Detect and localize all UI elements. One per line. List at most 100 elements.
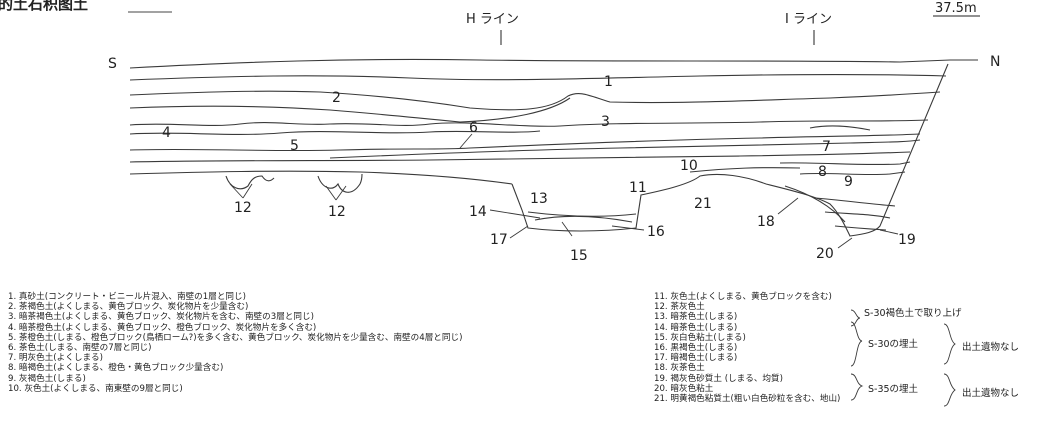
legend-entry: 8. 暗褐色土(よくしまる、橙色・黄色ブロック少量含む) bbox=[8, 363, 224, 374]
layer-number: 21 bbox=[694, 196, 712, 212]
stratum-line bbox=[129, 133, 921, 152]
layer-number: 2 bbox=[332, 90, 341, 106]
stratum-line bbox=[824, 211, 891, 219]
layer-number-labels: 1 2 3 4 5 6 7 8 9 10 11 12 12 13 14 15 1… bbox=[162, 74, 916, 264]
stratum-line bbox=[779, 161, 911, 166]
leader-line bbox=[335, 185, 347, 201]
leader-line bbox=[777, 197, 799, 215]
i-line-label: I ライン bbox=[785, 12, 832, 27]
stratum-line bbox=[329, 139, 921, 159]
stratum-line bbox=[129, 170, 513, 185]
stratum-line bbox=[129, 151, 911, 163]
leader-line bbox=[459, 133, 473, 149]
stratum-line bbox=[809, 125, 871, 131]
leader-line bbox=[561, 221, 573, 237]
legend-entry: 3. 暗茶褐色土(よくしまる、黄色ブロック、炭化物片を含む、南壁の3層と同じ) bbox=[8, 312, 314, 323]
legend-entry: 14. 暗茶色土(しまる) bbox=[654, 322, 738, 333]
layer-number: 7 bbox=[822, 139, 831, 155]
brace-icon bbox=[943, 323, 956, 365]
stratum-line bbox=[527, 211, 637, 217]
layer-number: 20 bbox=[816, 246, 834, 262]
brace-icon bbox=[850, 309, 861, 327]
layer-number: 5 bbox=[290, 138, 299, 154]
legend-entry: 11. 灰色土(よくしまる、黄色ブロックを含む) bbox=[654, 292, 832, 302]
stratum-line bbox=[129, 90, 941, 111]
stratum-line bbox=[129, 119, 929, 127]
layer-number: 8 bbox=[818, 164, 827, 180]
note-no-artifacts-1: 出土遺物なし bbox=[962, 342, 1020, 353]
leader-line bbox=[837, 237, 853, 249]
legend-entry: 9. 灰褐色土(しまる) bbox=[8, 373, 86, 384]
h-line-label: H ライン bbox=[466, 12, 519, 27]
legend-entry: 5. 茶橙色土(しまる、橙色ブロック(鳥栖ローム?)を多く含む、黄色ブロック、炭… bbox=[8, 332, 463, 343]
legend-entry: 17. 暗褐色土(しまる) bbox=[654, 353, 738, 364]
direction-north: N bbox=[990, 54, 1000, 70]
stratum-line bbox=[799, 171, 906, 176]
title-fragment: 的土石积图土 bbox=[0, 0, 88, 13]
legend-entry: 15. 灰白色粘土(しまる) bbox=[654, 332, 746, 343]
layer-number: 19 bbox=[898, 232, 916, 248]
legend-entry: 1. 真砂土(コンクリート・ビニール片混入、南壁の1層と同じ) bbox=[8, 292, 246, 302]
legend-entry: 2. 茶褐色土(よくしまる、黄色ブロック、炭化物片を少量含む) bbox=[8, 302, 249, 313]
layer-number: 12 bbox=[234, 200, 252, 216]
pit-outline bbox=[225, 175, 275, 190]
direction-south: S bbox=[108, 56, 117, 72]
layer-number: 10 bbox=[680, 158, 698, 174]
brace-icon bbox=[850, 321, 863, 367]
stratum-lines bbox=[129, 58, 978, 237]
legend-entry: 19. 褐灰色砂質土 (しまる、均質) bbox=[654, 373, 783, 384]
layer-number: 17 bbox=[490, 232, 508, 248]
layer-number: 13 bbox=[530, 191, 548, 207]
legend-entry: 18. 灰茶色土 bbox=[654, 363, 705, 374]
stratum-line bbox=[129, 97, 571, 123]
legend-entry: 13. 暗茶色土(しまる) bbox=[654, 312, 738, 323]
layer-number: 4 bbox=[162, 125, 171, 141]
brace-icon bbox=[943, 373, 956, 407]
stratum-line bbox=[765, 63, 949, 237]
layer-number: 1 bbox=[604, 74, 613, 90]
legend-right: 11. 灰色土(よくしまる、黄色ブロックを含む) 12. 茶灰色土 13. 暗茶… bbox=[654, 292, 840, 404]
leader-line bbox=[229, 183, 244, 199]
legend-entry: 16. 黒褐色土(しまる) bbox=[654, 342, 738, 353]
legend-entry: 12. 茶灰色土 bbox=[654, 302, 705, 313]
layer-number: 18 bbox=[757, 214, 775, 230]
legend-braces bbox=[850, 309, 956, 407]
legend-entry: 7. 明灰色土(よくしまる) bbox=[8, 353, 103, 364]
legend-entry: 6. 茶色土(しまる、南壁の7層と同じ) bbox=[8, 342, 152, 353]
leader-line bbox=[611, 225, 645, 231]
note-s30-fill: S-30の埋土 bbox=[868, 339, 919, 350]
note-s30-taken: S-30褐色土で取り上げ bbox=[864, 308, 962, 319]
leader-line bbox=[242, 183, 253, 199]
surface-line bbox=[129, 58, 978, 69]
stratum-line bbox=[511, 173, 767, 232]
note-no-artifacts-2: 出土遺物なし bbox=[962, 388, 1020, 399]
leader-line bbox=[325, 185, 337, 201]
layer-number: 15 bbox=[570, 248, 588, 264]
layer-number: 9 bbox=[844, 174, 853, 190]
note-s35-fill: S-35の埋土 bbox=[868, 384, 919, 395]
layer-number: 12 bbox=[328, 204, 346, 220]
leader-line bbox=[489, 209, 541, 219]
legend-entry: 20. 暗灰色粘土 bbox=[654, 383, 714, 394]
stratum-line bbox=[834, 225, 887, 231]
pit-outline bbox=[317, 173, 363, 193]
layer-number: 3 bbox=[601, 114, 610, 130]
layer-number: 11 bbox=[629, 180, 647, 196]
stratum-line bbox=[814, 197, 896, 207]
stratum-line bbox=[689, 167, 801, 173]
stratum-line bbox=[534, 215, 633, 223]
leader-line bbox=[879, 229, 899, 235]
stratum-line bbox=[784, 185, 846, 223]
leader-lines bbox=[229, 133, 899, 249]
stratum-line bbox=[129, 73, 947, 81]
stratum-line bbox=[129, 130, 541, 135]
layer-number: 6 bbox=[469, 120, 478, 136]
brace-icon bbox=[850, 373, 864, 401]
legend-entry: 21. 明黄褐色粘質土(粗い白色砂粒を含む、地山) bbox=[654, 393, 841, 404]
legend-left: 1. 真砂土(コンクリート・ビニール片混入、南壁の1層と同じ) 2. 茶褐色土(… bbox=[8, 292, 462, 394]
leader-line bbox=[509, 225, 529, 239]
scale-label: 37.5m bbox=[935, 1, 977, 16]
legend-entry: 4. 暗茶橙色土(よくしまる、黄色ブロック、橙色ブロック、炭化物片を多く含む) bbox=[8, 322, 317, 333]
legend-entry: 10. 灰色土(よくしまる、南東壁の9層と同じ) bbox=[8, 383, 183, 394]
